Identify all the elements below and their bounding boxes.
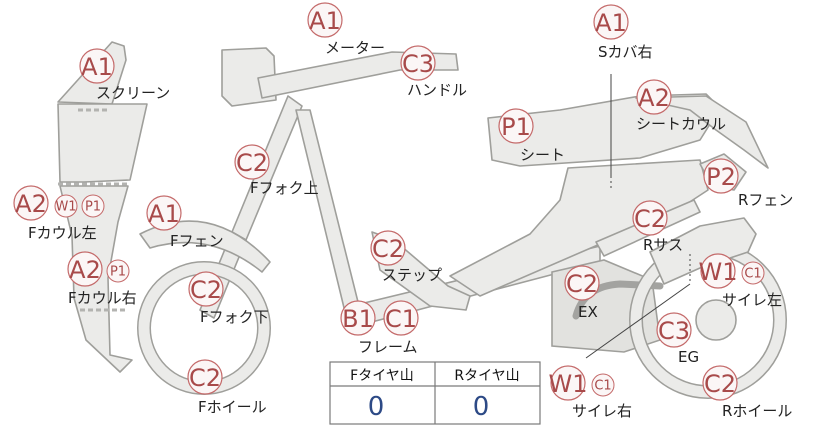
f-cowl-left-label: Fカウル左 <box>28 224 97 242</box>
grade-badges: A1 C3 A1 A1 A2 P1 C2 P2 <box>13 2 765 401</box>
svg-text:C2: C2 <box>190 276 222 304</box>
muffler-part <box>649 217 757 285</box>
svg-text:A2: A2 <box>15 190 47 218</box>
f-wheel-grade-badge: C2 <box>187 359 223 395</box>
svg-text:A2: A2 <box>69 256 101 284</box>
muffler-left-label: サイレ左 <box>722 291 782 309</box>
step-grade-badge: C2 <box>370 230 406 266</box>
svg-text:C3: C3 <box>658 317 690 345</box>
meter-grade-badge: A1 <box>307 2 343 38</box>
svg-text:C1: C1 <box>744 267 761 282</box>
svg-text:C2: C2 <box>189 364 221 392</box>
handle-grade-badge: C3 <box>400 45 436 81</box>
seat-grade-badge: P1 <box>498 108 534 144</box>
svg-text:W1: W1 <box>55 200 76 215</box>
svg-text:P2: P2 <box>706 163 736 191</box>
f-cowl-right-label: Fカウル右 <box>68 289 137 307</box>
svg-text:W1: W1 <box>699 258 738 286</box>
r-fender-label: Rフェン <box>738 191 793 209</box>
r-sus-label: Rサス <box>643 236 683 254</box>
f-cowl-right-grade-badge: A2 P1 <box>67 251 130 287</box>
svg-text:P1: P1 <box>110 265 126 280</box>
seat-cowl-grade-badge: A2 <box>636 79 672 115</box>
muffler-right-grade-badge: W1 C1 <box>549 365 615 401</box>
r-wheel-label: Rホイール <box>722 402 792 420</box>
f-wheel-label: Fホイール <box>198 398 267 416</box>
f-fork-upper-grade-badge: C2 <box>234 144 270 180</box>
r-fender-grade-badge: P2 <box>703 158 739 194</box>
svg-text:C2: C2 <box>372 235 404 263</box>
meter-label: メーター <box>325 39 385 57</box>
exhaust-grade-badge: C2 <box>564 265 600 301</box>
svg-text:B1: B1 <box>342 305 374 333</box>
f-fork-lower-grade-badge: C2 <box>188 271 224 307</box>
r-tread-header: Rタイヤ山 <box>454 368 519 384</box>
seat-label: シート <box>520 146 565 164</box>
front-cowl-upper-part <box>57 103 148 183</box>
exhaust-label: EX <box>578 303 598 321</box>
tire-tread-table: Fタイヤ山 Rタイヤ山 0 0 <box>329 361 541 425</box>
svg-text:C1: C1 <box>594 379 611 394</box>
engine-label: EG <box>678 348 699 366</box>
muffler-left-grade-badge: W1 C1 <box>699 253 765 289</box>
svg-text:C1: C1 <box>385 305 417 333</box>
svg-text:C2: C2 <box>704 370 736 398</box>
r-sus-grade-badge: C2 <box>632 200 668 236</box>
seat-cowl-label: シートカウル <box>636 115 726 133</box>
f-fork-lower-label: Fフォク下 <box>200 308 269 326</box>
f-tread-value: 0 <box>368 392 385 422</box>
svg-text:C2: C2 <box>566 270 598 298</box>
f-fender-label: Fフェン <box>170 232 224 250</box>
frame-grade-badge: B1 C1 <box>340 300 419 336</box>
front-fender-part <box>139 220 271 273</box>
side-cover-r-label: Sカバ右 <box>598 43 653 61</box>
svg-text:A1: A1 <box>309 7 341 35</box>
muffler-right-label: サイレ右 <box>572 402 632 420</box>
r-tread-value: 0 <box>473 392 490 422</box>
part-labels: メーター ハンドル スクリーン Sカバ右 シートカウル シート Fフォク上 Rフ… <box>28 39 793 420</box>
svg-text:C3: C3 <box>402 50 434 78</box>
svg-text:A1: A1 <box>595 9 627 37</box>
svg-text:P1: P1 <box>85 200 101 215</box>
r-wheel-grade-badge: C2 <box>702 365 738 401</box>
frame-downtube-part <box>295 109 361 317</box>
svg-text:C2: C2 <box>236 149 268 177</box>
svg-text:C2: C2 <box>634 205 666 233</box>
handle-label: ハンドル <box>407 81 467 99</box>
svg-text:W1: W1 <box>549 370 588 398</box>
screen-grade-badge: A1 <box>79 48 115 84</box>
f-tread-header: Fタイヤ山 <box>350 368 414 384</box>
side-cover-r-grade-badge: A1 <box>593 4 629 40</box>
seat-cowl-part <box>635 95 769 169</box>
screen-label: スクリーン <box>96 84 170 102</box>
step-label: ステップ <box>382 266 442 284</box>
svg-text:A1: A1 <box>148 200 180 228</box>
f-fender-grade-badge: A1 <box>146 195 182 231</box>
frame-label: フレーム <box>358 338 418 356</box>
svg-text:A2: A2 <box>638 84 670 112</box>
engine-grade-badge: C3 <box>656 312 692 348</box>
f-cowl-left-grade-badge: A2 W1 P1 <box>13 185 105 221</box>
f-fork-upper-label: Fフォク上 <box>250 179 319 197</box>
svg-text:A1: A1 <box>81 53 113 81</box>
svg-text:P1: P1 <box>501 113 531 141</box>
leader-lines <box>585 74 691 359</box>
